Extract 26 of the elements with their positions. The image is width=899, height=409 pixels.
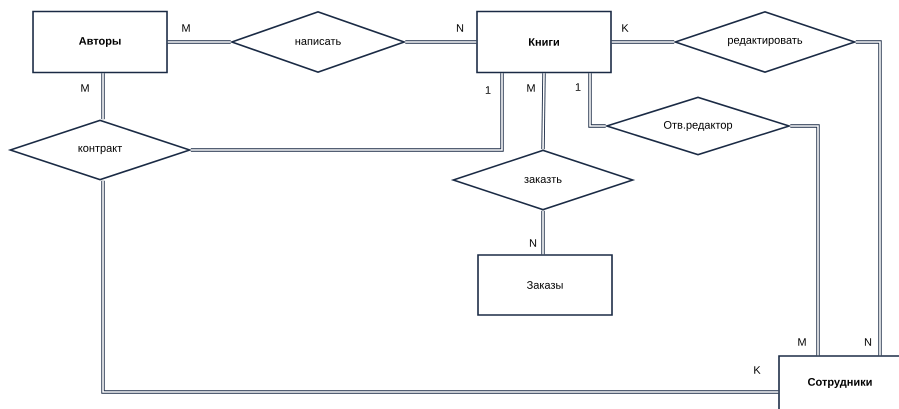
double-line: [856, 40, 882, 356]
cardinality-label: 1: [484, 85, 492, 95]
double-line: [612, 40, 674, 44]
double-line: [405, 40, 476, 44]
entity-box: Книги: [476, 10, 612, 74]
cardinality-label: M: [796, 337, 808, 347]
double-line: [168, 40, 231, 44]
cardinality-label: N: [863, 337, 873, 347]
double-line: [541, 210, 545, 254]
double-line: [588, 73, 606, 128]
cardinality-label: M: [525, 83, 537, 93]
cardinality-label: K: [620, 23, 630, 33]
cardinality-label: M: [180, 23, 192, 33]
cardinality-label: 1: [574, 82, 582, 92]
entity-box: Заказы: [477, 254, 613, 316]
cardinality-label: N: [455, 23, 465, 33]
double-line: [541, 73, 546, 150]
double-line: [101, 180, 778, 394]
entity-box: Сотрудники: [778, 355, 899, 409]
cardinality-label: N: [528, 238, 538, 248]
cardinality-label: K: [752, 365, 762, 375]
cardinality-label: M: [79, 83, 91, 93]
entity-box: Авторы: [32, 10, 168, 74]
double-line: [790, 124, 820, 356]
double-line: [190, 73, 504, 152]
double-line: [101, 73, 105, 120]
